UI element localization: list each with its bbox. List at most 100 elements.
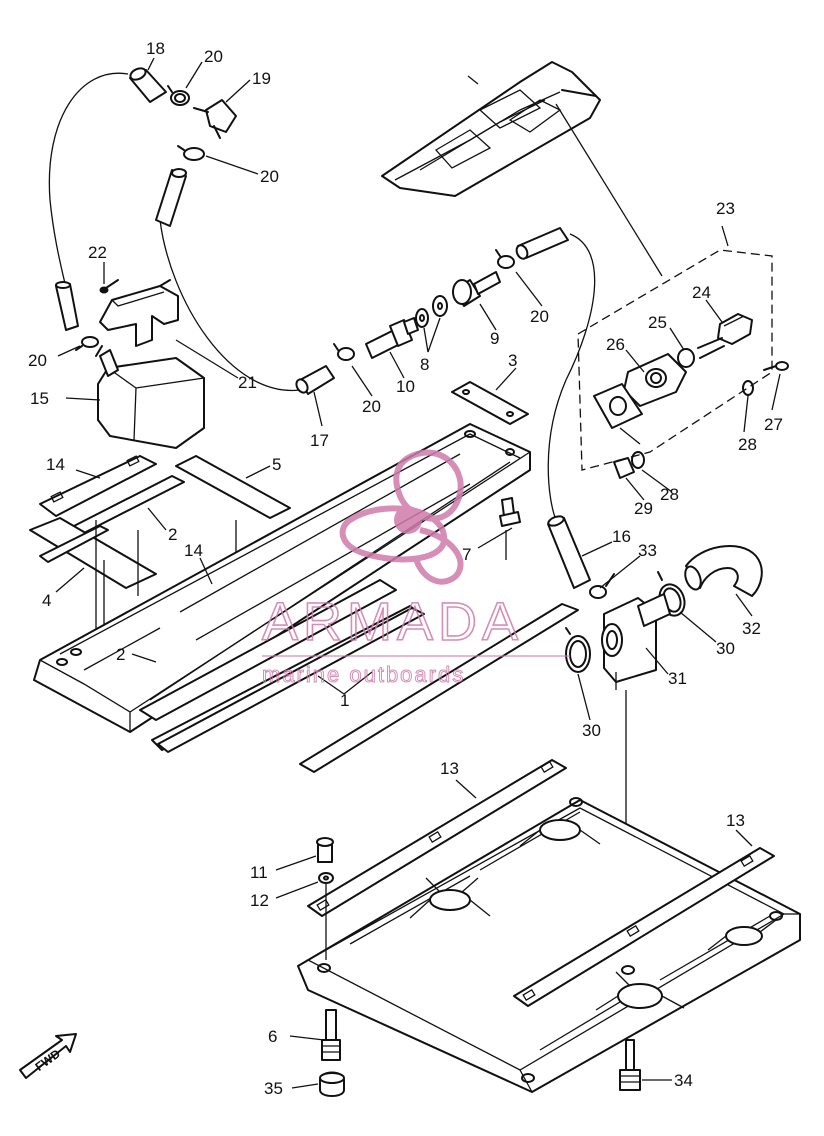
callout-25: 25 — [648, 313, 667, 332]
callout-19: 19 — [252, 69, 271, 88]
callout-10: 10 — [396, 377, 415, 396]
watermark-brand: ARMADA — [262, 592, 523, 652]
pan-boss-2 — [519, 819, 601, 847]
callout-16: 16 — [612, 527, 631, 546]
housing-31 — [601, 593, 671, 690]
callout-24: 24 — [692, 283, 711, 302]
callout-13: 13 — [440, 759, 459, 778]
callout-15: 15 — [30, 389, 49, 408]
collar-11 — [316, 837, 334, 863]
bolt-27 — [763, 361, 789, 371]
callout-2: 2 — [116, 645, 125, 664]
washer-28-upper — [742, 380, 754, 396]
fitting-10 — [365, 317, 419, 359]
oring-25 — [677, 348, 695, 368]
callout-2: 2 — [168, 525, 177, 544]
callout-35: 35 — [264, 1079, 283, 1098]
callout-34: 34 — [674, 1071, 693, 1090]
screw-22 — [99, 279, 119, 294]
watermark: ARMADA marine outboards — [261, 449, 570, 688]
callout-22: 22 — [88, 243, 107, 262]
rail-1-b — [299, 603, 579, 773]
clip-20-mid — [177, 145, 205, 161]
hose-17 — [295, 365, 335, 395]
callout-13: 13 — [726, 811, 745, 830]
callout-1: 1 — [340, 691, 349, 710]
drain-plug-24 — [697, 313, 753, 359]
hose-16 — [547, 515, 591, 589]
gasket — [593, 383, 643, 429]
cap-35 — [319, 1071, 345, 1097]
callout-30: 30 — [716, 639, 735, 658]
callout-28: 28 — [660, 485, 679, 504]
rail-1-a — [157, 607, 425, 753]
washer-28-lower — [631, 451, 645, 469]
callout-3: 3 — [508, 351, 517, 370]
valve-19 — [193, 99, 237, 139]
tank-15 — [95, 345, 205, 449]
strap-13-a — [307, 759, 567, 917]
callout-32: 32 — [742, 619, 761, 638]
hose-upper-right — [515, 227, 569, 260]
leader-lines — [55, 57, 781, 1089]
callout-8: 8 — [420, 355, 429, 374]
callout-14: 14 — [184, 541, 203, 560]
kit-23-outline — [577, 225, 773, 471]
hose-left-stub — [55, 281, 79, 331]
callout-23: 23 — [716, 199, 735, 218]
callout-29: 29 — [634, 499, 653, 518]
callout-7: 7 — [462, 545, 471, 564]
washers-8 — [415, 295, 448, 328]
fwd-arrow-icon: FWD — [19, 1033, 77, 1079]
pan-boss-3 — [595, 971, 685, 1011]
pad-5 — [175, 455, 291, 519]
callout-31: 31 — [668, 669, 687, 688]
callout-18: 18 — [146, 39, 165, 58]
strap-13-b — [513, 847, 775, 1007]
bracket-21 — [99, 279, 179, 347]
elbow-32 — [684, 544, 763, 597]
strap-14-upper — [39, 455, 157, 517]
hose-18 — [129, 67, 167, 103]
leader-26-assembly — [619, 427, 641, 445]
jet-ski-silhouette — [381, 61, 663, 277]
callout-9: 9 — [490, 329, 499, 348]
bottom-pan — [297, 797, 801, 1093]
callout-27: 27 — [764, 415, 783, 434]
callout-20: 20 — [530, 307, 549, 326]
callout-12: 12 — [250, 891, 269, 910]
callout-21: 21 — [238, 373, 257, 392]
housing-26 — [623, 353, 687, 407]
washer-12 — [318, 872, 334, 884]
watermark-tagline: marine outboards — [262, 662, 465, 687]
plate-4 — [29, 517, 157, 589]
clip-20-top — [167, 85, 190, 106]
callout-4: 4 — [42, 591, 51, 610]
nut-29 — [613, 457, 635, 479]
clip-20-d — [333, 343, 355, 361]
vent-hose-routing — [48, 72, 596, 521]
bolt-6 — [321, 1009, 341, 1061]
pan-boss-4 — [707, 919, 777, 951]
clip-20-left — [75, 336, 99, 351]
clamp-30-left — [565, 627, 591, 673]
callout-20: 20 — [362, 397, 381, 416]
clip-20-e — [495, 249, 515, 269]
callout-20: 20 — [260, 167, 279, 186]
hose-curve-upper — [155, 168, 187, 227]
callout-17: 17 — [310, 431, 329, 450]
callout-labels: 18 20 19 20 22 20 21 15 14 5 2 4 14 2 17… — [28, 39, 783, 1098]
callout-5: 5 — [272, 455, 281, 474]
leader-1 — [317, 671, 373, 695]
callout-6: 6 — [268, 1027, 277, 1046]
callout-30: 30 — [582, 721, 601, 740]
bolt-34 — [619, 1039, 641, 1091]
callout-11: 11 — [250, 863, 268, 882]
callout-20: 20 — [204, 47, 223, 66]
fitting-9 — [452, 271, 501, 307]
pan-boss-1 — [409, 877, 491, 919]
plate-3 — [451, 381, 529, 425]
callout-14: 14 — [46, 455, 65, 474]
